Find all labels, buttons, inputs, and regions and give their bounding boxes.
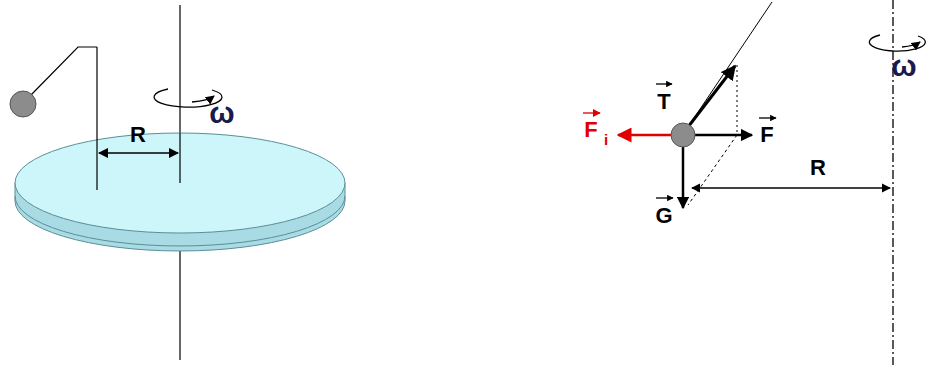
pendulum-string (30, 47, 97, 96)
subscript-label: i (604, 132, 608, 147)
inertial-force-vector (618, 134, 672, 137)
vector-sign (583, 112, 600, 113)
angular-velocity-label: ω (891, 51, 916, 81)
pendulum-ball (671, 123, 695, 147)
inertial-force-label: F (584, 119, 597, 141)
pendulum-post (96, 47, 97, 190)
angular-velocity-label: ω (209, 98, 234, 128)
construction-line (688, 135, 737, 205)
vector-sign (759, 117, 776, 118)
tension-label: T (657, 91, 670, 113)
vector-sign (656, 83, 672, 84)
rotation-axis (179, 240, 180, 360)
radius-dimension (99, 152, 178, 154)
weight-vector (682, 146, 685, 208)
radius-dimension (692, 187, 890, 188)
pendulum-ball (10, 91, 36, 117)
pendulum-string (690, 2, 772, 124)
rotation-axis (179, 133, 180, 183)
rotation-arrow (869, 35, 925, 51)
centripetal-force-vector (694, 134, 752, 137)
force-label: F (760, 124, 773, 146)
weight-label: G (655, 205, 672, 227)
radius-label: R (130, 124, 146, 146)
vector-sign (656, 197, 673, 198)
construction-line (737, 65, 738, 135)
disk-top (15, 133, 345, 233)
tension-vector (688, 66, 735, 127)
radius-label: R (810, 157, 826, 179)
